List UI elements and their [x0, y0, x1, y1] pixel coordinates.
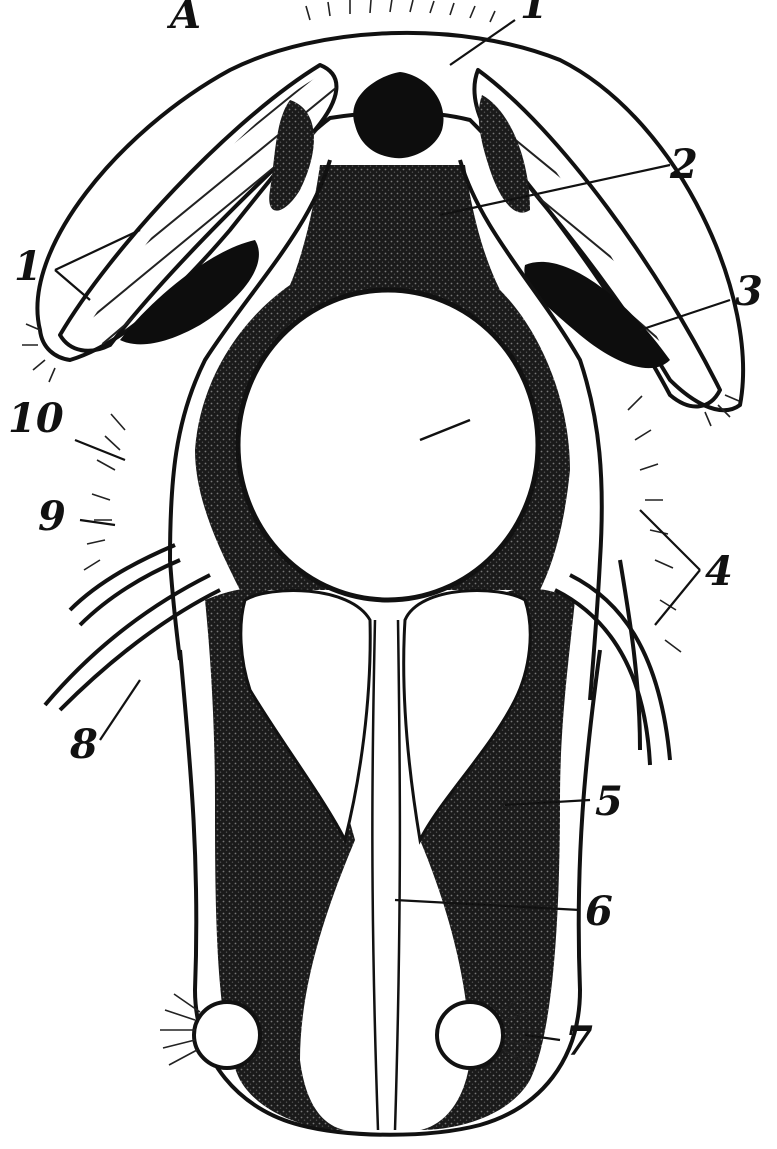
left-upper-dark-lobe [269, 100, 314, 211]
label-7: 7 [565, 1018, 593, 1065]
label-4: 4 [705, 548, 733, 595]
panel-letter: A [166, 0, 201, 38]
label-6: 6 [585, 888, 613, 935]
left-appendages [45, 414, 220, 710]
label-1-left: 1 [14, 243, 42, 290]
label-9: 9 [38, 493, 66, 540]
lower-trunk [160, 588, 600, 1134]
label-2: 2 [669, 141, 698, 188]
central-oval [238, 290, 538, 600]
label-10: 10 [8, 395, 64, 442]
label-8: 8 [69, 721, 98, 768]
right-upper-dark-lobe [479, 95, 530, 213]
central-top-blob [353, 72, 443, 158]
label-3: 3 [735, 268, 763, 315]
label-5: 5 [595, 778, 623, 825]
right-appendages [555, 396, 681, 765]
label-1-top: 1 [520, 0, 548, 28]
